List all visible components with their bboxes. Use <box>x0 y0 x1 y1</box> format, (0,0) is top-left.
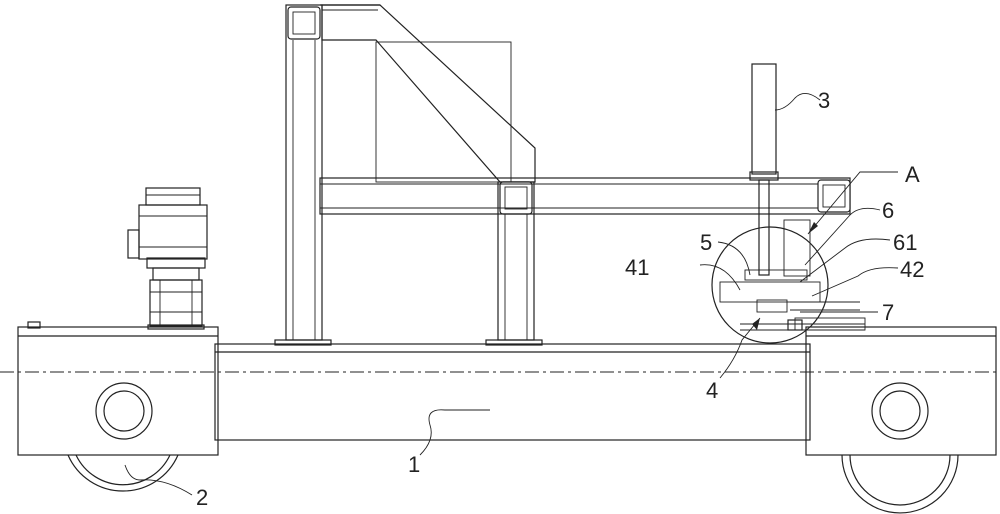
label-3: 3 <box>818 88 830 113</box>
label-42: 42 <box>900 257 924 282</box>
label-1: 1 <box>408 452 420 477</box>
label-4: 4 <box>706 378 718 403</box>
label-61: 61 <box>893 230 917 255</box>
detail-a-region <box>711 219 866 344</box>
right-wheel-housing <box>805 326 997 514</box>
leader-lines <box>124 93 899 496</box>
label-a: A <box>905 162 920 187</box>
label-41: 41 <box>625 255 649 280</box>
frame-structure <box>274 4 851 346</box>
main-beam <box>214 343 811 441</box>
label-7: 7 <box>882 300 894 325</box>
label-5: 5 <box>700 230 712 255</box>
label-6: 6 <box>882 198 894 223</box>
part-labels: 1 2 3 4 5 6 61 41 42 7 A <box>196 88 924 510</box>
left-wheel-housing <box>17 321 219 492</box>
motor-assembly <box>127 187 208 330</box>
cylinder <box>749 63 779 276</box>
label-2: 2 <box>196 485 208 510</box>
